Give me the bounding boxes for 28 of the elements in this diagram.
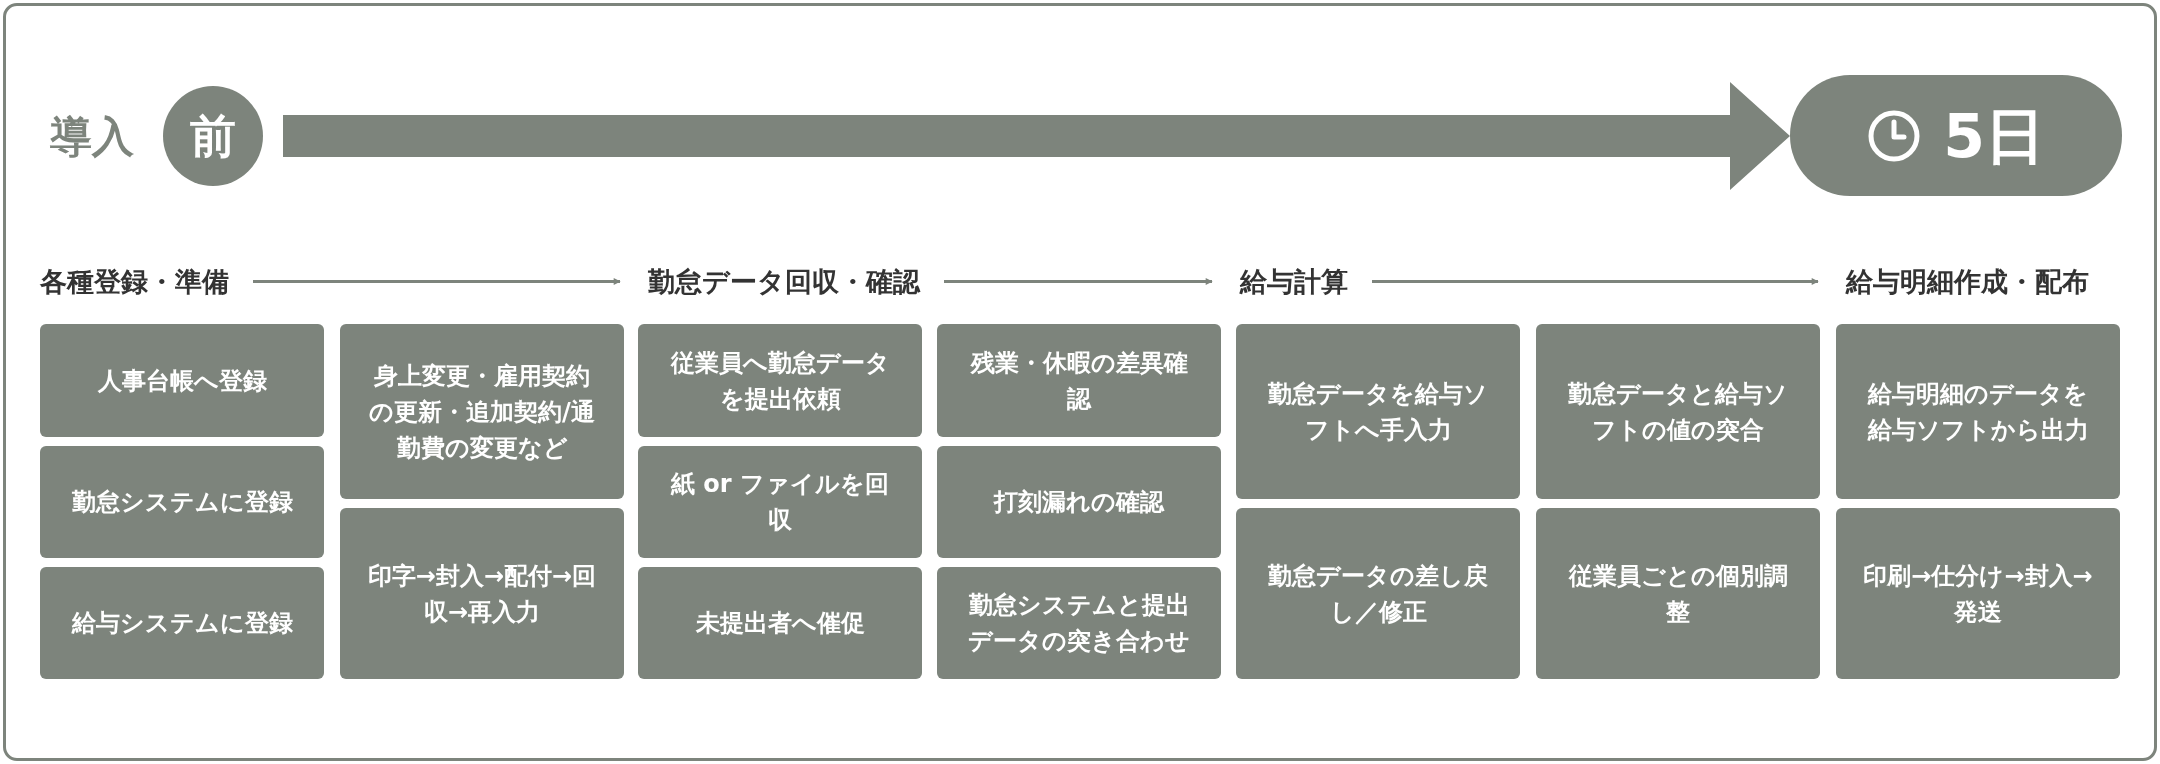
task-box: 印字→封入→配付→回収→再入力 (340, 508, 624, 679)
task-box: 従業員ごとの個別調整 (1536, 508, 1820, 679)
task-box: 勤怠データの差し戻し／修正 (1236, 508, 1520, 679)
arrow (253, 278, 621, 285)
task-box: 勤怠システムと提出データの突き合わせ (937, 567, 1221, 679)
heading-text: 導入 (50, 116, 134, 158)
stage-heading: 各種登録・準備 (40, 268, 229, 295)
task-box: 紙 or ファイルを回収 (638, 446, 922, 558)
task-box: 身上変更・雇用契約の更新・追加契約/通勤費の変更など (340, 324, 624, 499)
task-box: 給与明細のデータを給与ソフトから出力 (1836, 324, 2120, 499)
arrow (1372, 278, 1819, 285)
task-box: 印刷→仕分け→封入→発送 (1836, 508, 2120, 679)
task-box: 勤怠システムに登録 (40, 446, 324, 558)
task-box: 打刻漏れの確認 (937, 446, 1221, 558)
stage-heading: 給与計算 (1240, 268, 1348, 295)
label-circle: 前 (163, 86, 263, 186)
task-box: 人事台帳へ登録 (40, 324, 324, 437)
task-box: 残業・休暇の差異確認 (937, 324, 1221, 437)
task-box: 未提出者へ催促 (638, 567, 922, 679)
process-arrow (283, 82, 1790, 190)
task-box: 勤怠データを給与ソフトへ手入力 (1236, 324, 1520, 499)
duration-text: 5日 (1943, 105, 2045, 166)
arrow (944, 278, 1213, 285)
task-box: 勤怠データと給与ソフトの値の突合 (1536, 324, 1820, 499)
task-box: 給与システムに登録 (40, 567, 324, 679)
stage-heading: 給与明細作成・配布 (1846, 268, 2089, 295)
stage-heading: 勤怠データ回収・確認 (648, 268, 920, 295)
task-box: 従業員へ勤怠データを提出依頼 (638, 324, 922, 437)
